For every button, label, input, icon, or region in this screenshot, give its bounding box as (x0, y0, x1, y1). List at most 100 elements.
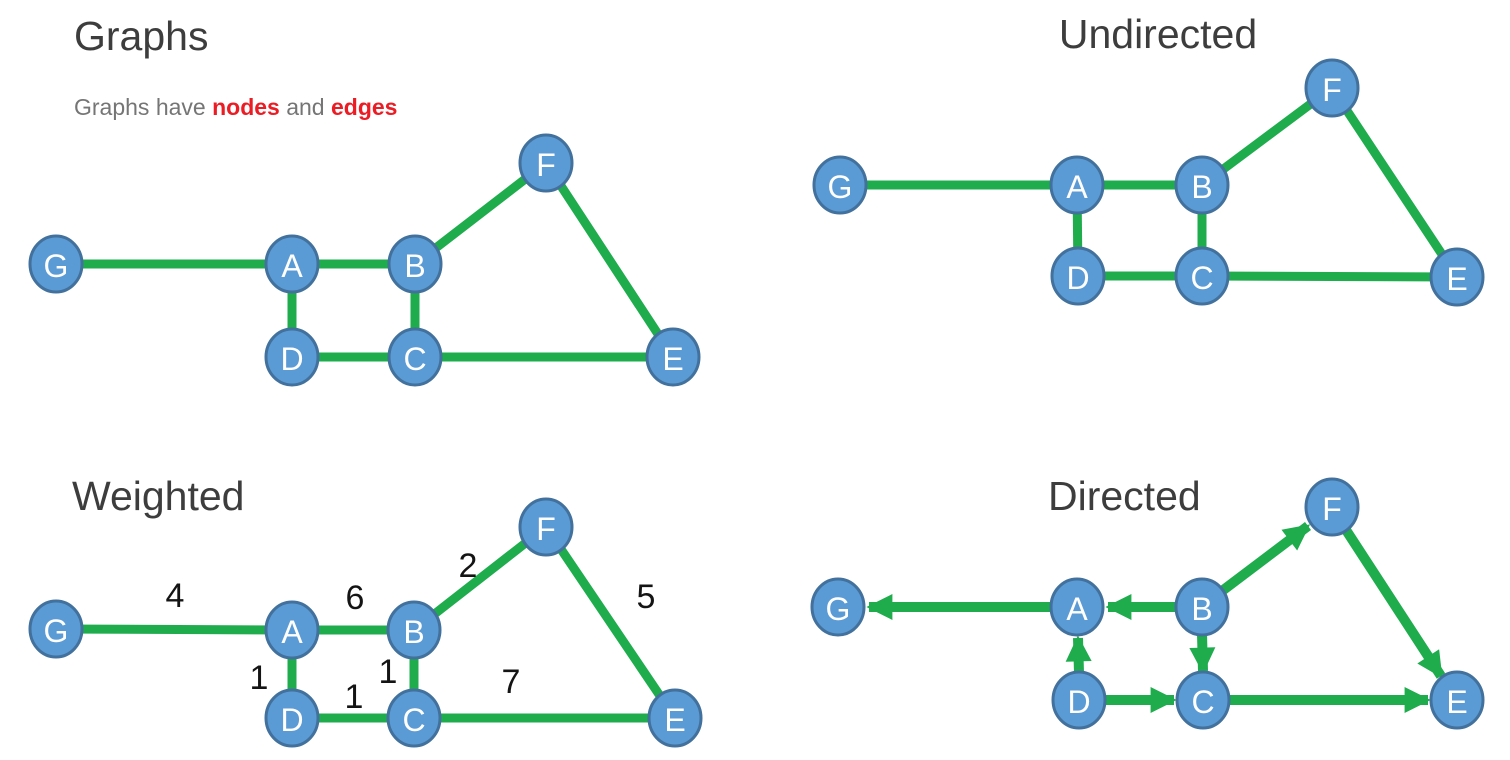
weight-F-E: 5 (637, 578, 656, 616)
panel-title-directed: Directed (1048, 473, 1201, 519)
graph-undirected: G A B F D C E (812, 58, 1485, 307)
node-g3-B-label: B (403, 614, 424, 650)
node-g3-D-circle (264, 688, 320, 748)
node-g3-A-label: A (281, 614, 303, 650)
node-g4-E-circle (1429, 670, 1485, 730)
weight-C-E: 7 (502, 663, 521, 701)
graph-weighted: 4 6 2 5 1 1 1 7 G A B F (28, 497, 703, 748)
node-g1-E-circle (645, 327, 701, 387)
node-g3-E: E (647, 688, 703, 748)
node-g3-E-label: E (664, 702, 685, 738)
arrow-D-A (1065, 635, 1092, 674)
node-g1-E: E (645, 327, 701, 387)
node-g1-A: A (264, 234, 320, 294)
weight-B-F: 2 (459, 547, 478, 585)
node-g4-G: G (810, 577, 866, 637)
edge-g2-C-E (1201, 271, 1458, 282)
node-g2-E-label: E (1446, 261, 1467, 297)
node-g1-F-circle (518, 133, 574, 193)
node-g1-A-label: A (281, 248, 303, 284)
node-g1-D-circle (264, 327, 320, 387)
node-g2-A: A (1049, 155, 1105, 215)
node-g2-B: B (1174, 155, 1230, 215)
node-g1-G: G (28, 234, 84, 294)
node-g3-B: B (386, 600, 442, 660)
node-g2-F: F (1304, 58, 1360, 118)
node-g1-B-label: B (404, 248, 425, 284)
edge-g3-G-A (55, 624, 293, 635)
edge-g2-F-E (1328, 85, 1461, 280)
node-g1-D-label: D (280, 341, 303, 377)
node-g3-F-circle (518, 497, 574, 557)
node-g2-E: E (1429, 247, 1485, 307)
graph-basic: G A B F D C E (28, 133, 701, 387)
node-g3-F-label: F (536, 511, 556, 547)
node-g4-G-label: G (826, 591, 851, 627)
node-g3-C: C (386, 688, 442, 748)
node-g3-C-label: C (402, 702, 425, 738)
node-g2-B-label: B (1191, 169, 1212, 205)
node-g1-D: D (264, 327, 320, 387)
node-g4-B-label: B (1191, 591, 1212, 627)
node-g4-E-label: E (1446, 684, 1467, 720)
node-g1-F-label: F (536, 147, 556, 183)
node-g2-C: C (1174, 246, 1230, 306)
node-g1-G-label: G (44, 248, 69, 284)
node-g3-A: A (264, 600, 320, 660)
weight-A-B: 6 (346, 579, 365, 617)
subtitle: Graphs have nodes and edges (74, 94, 397, 121)
node-g4-G-circle (810, 577, 866, 637)
node-g2-A-circle (1049, 155, 1105, 215)
node-g4-E: E (1429, 670, 1485, 730)
panel-title-undirected: Undirected (1058, 11, 1258, 57)
arrow-B-F (1218, 522, 1312, 595)
subtitle-text-2: and (279, 94, 331, 120)
node-g4-F-circle (1304, 477, 1360, 537)
node-g3-D-label: D (280, 702, 303, 738)
node-g4-B: B (1174, 577, 1230, 637)
node-g4-F: F (1304, 477, 1360, 537)
node-g2-A-label: A (1066, 169, 1088, 205)
node-g4-A-label: A (1066, 591, 1088, 627)
graph-directed: G A B F D C E (810, 477, 1485, 730)
node-g4-C-label: C (1191, 684, 1214, 720)
node-g2-D-label: D (1066, 260, 1089, 296)
node-g4-D-label: D (1067, 684, 1090, 720)
node-g4-C: C (1175, 670, 1231, 730)
subtitle-edges-word: edges (330, 94, 398, 120)
node-g1-F: F (518, 133, 574, 193)
node-g3-G-label: G (44, 613, 69, 649)
node-g2-F-label: F (1322, 72, 1342, 108)
node-g4-A-circle (1049, 577, 1105, 637)
node-g1-B: B (387, 234, 443, 294)
node-g2-F-circle (1304, 58, 1360, 118)
node-g1-E-label: E (662, 341, 683, 377)
panel-title-weighted: Weighted (72, 473, 245, 519)
node-g3-F: F (518, 497, 574, 557)
weight-D-C: 1 (345, 678, 364, 716)
node-g1-G-circle (28, 234, 84, 294)
panel-title-graphs: Graphs (74, 13, 209, 59)
node-g2-E-circle (1429, 247, 1485, 307)
weight-A-D: 1 (250, 659, 269, 697)
weight-G-A: 4 (166, 577, 185, 615)
arrow-B-C (1189, 633, 1216, 674)
node-g2-G: G (812, 155, 868, 215)
node-g3-E-circle (647, 688, 703, 748)
subtitle-text-1: Graphs have (74, 94, 213, 120)
node-g1-B-circle (387, 234, 443, 294)
subtitle-nodes-word: nodes (212, 94, 280, 120)
node-g1-A-circle (264, 234, 320, 294)
node-g3-G: G (28, 599, 84, 659)
node-g3-G-circle (28, 599, 84, 659)
node-g3-A-circle (264, 600, 320, 660)
node-g1-C-label: C (403, 341, 426, 377)
node-g2-C-circle (1174, 246, 1230, 306)
node-g4-F-label: F (1322, 491, 1342, 527)
node-g4-A: A (1049, 577, 1105, 637)
node-g4-B-circle (1174, 577, 1230, 637)
node-g1-C-circle (387, 327, 443, 387)
node-g3-C-circle (386, 688, 442, 748)
edge-g1-F-E (542, 160, 677, 360)
